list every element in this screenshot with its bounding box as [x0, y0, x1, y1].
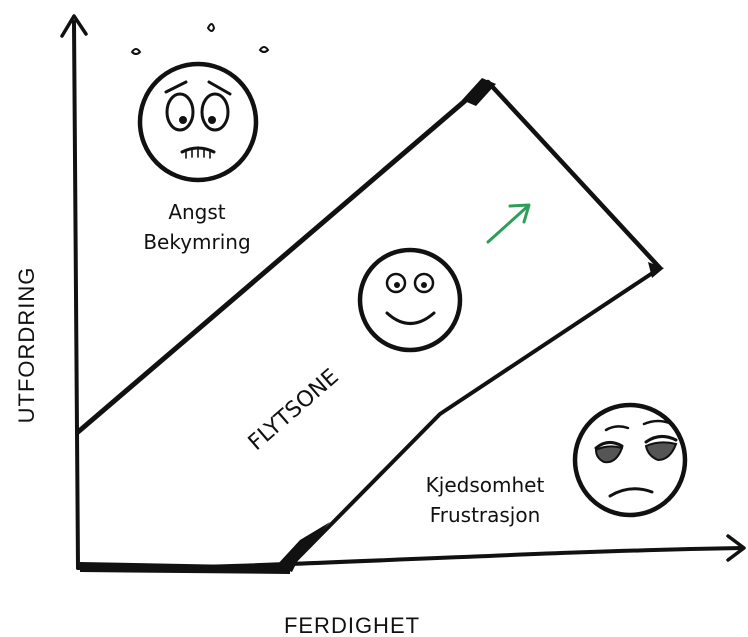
x-axis — [76, 534, 746, 574]
y-axis — [60, 14, 88, 570]
anxiety-label: Angst — [168, 200, 225, 224]
worried-face-icon — [130, 23, 270, 183]
bored-face-icon — [572, 402, 688, 518]
y-axis-label: UTFORDRING — [14, 267, 39, 424]
worry-label: Bekymring — [143, 230, 250, 254]
boredom-label: Kjedsomhet — [426, 473, 545, 497]
flow-zone-label: FLYTSONE — [244, 364, 344, 455]
flow-channel — [75, 78, 664, 572]
happy-face-icon — [357, 247, 463, 353]
progress-arrow-icon — [486, 203, 531, 244]
x-axis-label: FERDIGHET — [284, 613, 420, 637]
frustration-label: Frustrasjon — [430, 503, 541, 527]
